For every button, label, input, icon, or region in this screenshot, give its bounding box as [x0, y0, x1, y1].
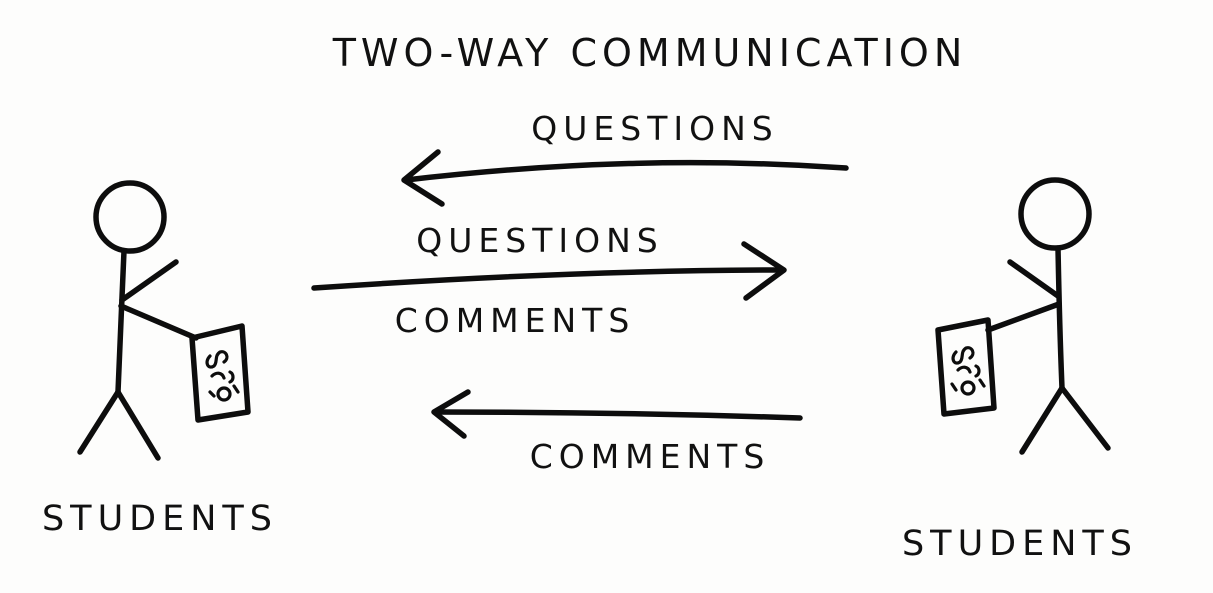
flow-label-questions-middle: QUESTIONS — [416, 221, 663, 260]
right-student-lower-arm — [985, 301, 1062, 333]
right-tablet — [935, 317, 997, 417]
left-student-lower-arm — [118, 303, 199, 341]
left-student-label: STUDENTS — [42, 499, 278, 539]
left-student-figure — [77, 180, 199, 461]
arrow-right-middle — [311, 241, 787, 301]
right-student-head — [1018, 177, 1092, 251]
left-student-upper-arm — [119, 259, 179, 303]
right-student-body — [1055, 245, 1065, 391]
left-student-head — [93, 180, 167, 254]
left-tablet — [189, 323, 251, 423]
left-tablet-doodle-icon — [205, 350, 240, 402]
right-student-figure — [985, 177, 1111, 455]
right-tablet-doodle-icon — [950, 346, 986, 396]
arrow-left-top — [401, 149, 849, 207]
right-tablet-frame — [935, 317, 997, 417]
right-student-label: STUDENTS — [902, 524, 1138, 564]
right-student-left-leg — [1019, 385, 1065, 455]
arrow-left-bottom — [431, 389, 803, 439]
right-student-upper-arm — [1007, 259, 1061, 299]
flow-label-questions-top: QUESTIONS — [531, 109, 778, 148]
left-student-left-leg — [77, 389, 121, 455]
diagram-title: TWO-WAY COMMUNICATION — [332, 31, 968, 75]
right-student-right-leg — [1059, 385, 1111, 451]
left-student-right-leg — [115, 389, 161, 461]
left-tablet-frame — [189, 323, 251, 423]
flow-label-comments-middle: COMMENTS — [395, 301, 636, 340]
flow-label-comments-bottom: COMMENTS — [530, 437, 771, 476]
left-student-body — [115, 248, 127, 395]
